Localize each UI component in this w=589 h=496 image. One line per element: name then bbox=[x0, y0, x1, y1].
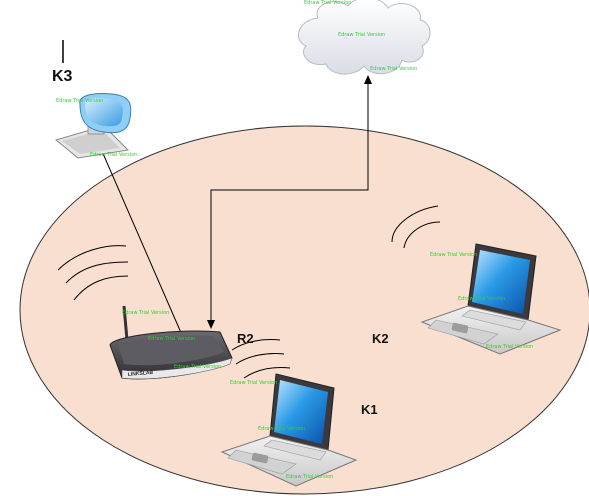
label-k1: K1 bbox=[361, 402, 378, 417]
watermark-text: Edraw Trial Version bbox=[286, 474, 334, 480]
wifi-signal-icon bbox=[391, 205, 441, 249]
watermark-text: Edraw Trial Version bbox=[148, 336, 196, 342]
desktop-computer-icon bbox=[54, 93, 132, 159]
router-cloud-link bbox=[210, 82, 369, 328]
watermark-text: Edraw Trial Version bbox=[230, 380, 278, 386]
label-k3: K3 bbox=[52, 68, 73, 85]
watermark-text: Edraw Trial Version bbox=[56, 98, 104, 104]
watermark-text: Edraw Trial Version bbox=[338, 32, 386, 38]
wifi-signal-icon bbox=[57, 245, 129, 301]
laptop-icon bbox=[420, 243, 562, 355]
label-r2: R2 bbox=[237, 331, 254, 346]
watermark-text: Edraw Trial Version bbox=[486, 344, 534, 350]
watermark-text: Edraw Trial Version bbox=[174, 364, 222, 370]
cloud-icon bbox=[297, 0, 431, 75]
wifi-signal-icon bbox=[231, 339, 291, 379]
label-k2: K2 bbox=[372, 331, 389, 346]
watermark-text: Edraw Trial Version bbox=[430, 252, 478, 258]
watermark-text: Edraw Trial Version bbox=[458, 296, 506, 302]
desktop-router-link bbox=[97, 141, 183, 336]
arrowhead-up bbox=[364, 75, 372, 84]
arrowhead-down bbox=[207, 320, 215, 329]
router-brand-text: LINKSLAB bbox=[128, 370, 154, 378]
network-area-ellipse bbox=[19, 125, 589, 495]
watermark-text: Edraw Trial Version bbox=[304, 0, 352, 6]
watermark-text: Edraw Trial Version bbox=[122, 310, 170, 316]
watermark-text: Edraw Trial Version bbox=[90, 152, 138, 158]
laptop-icon bbox=[220, 373, 358, 487]
router-icon: LINKSLAB bbox=[109, 305, 233, 380]
watermark-text: Edraw Trial Version bbox=[370, 66, 418, 72]
watermark-text: Edraw Trial Version bbox=[258, 426, 306, 432]
